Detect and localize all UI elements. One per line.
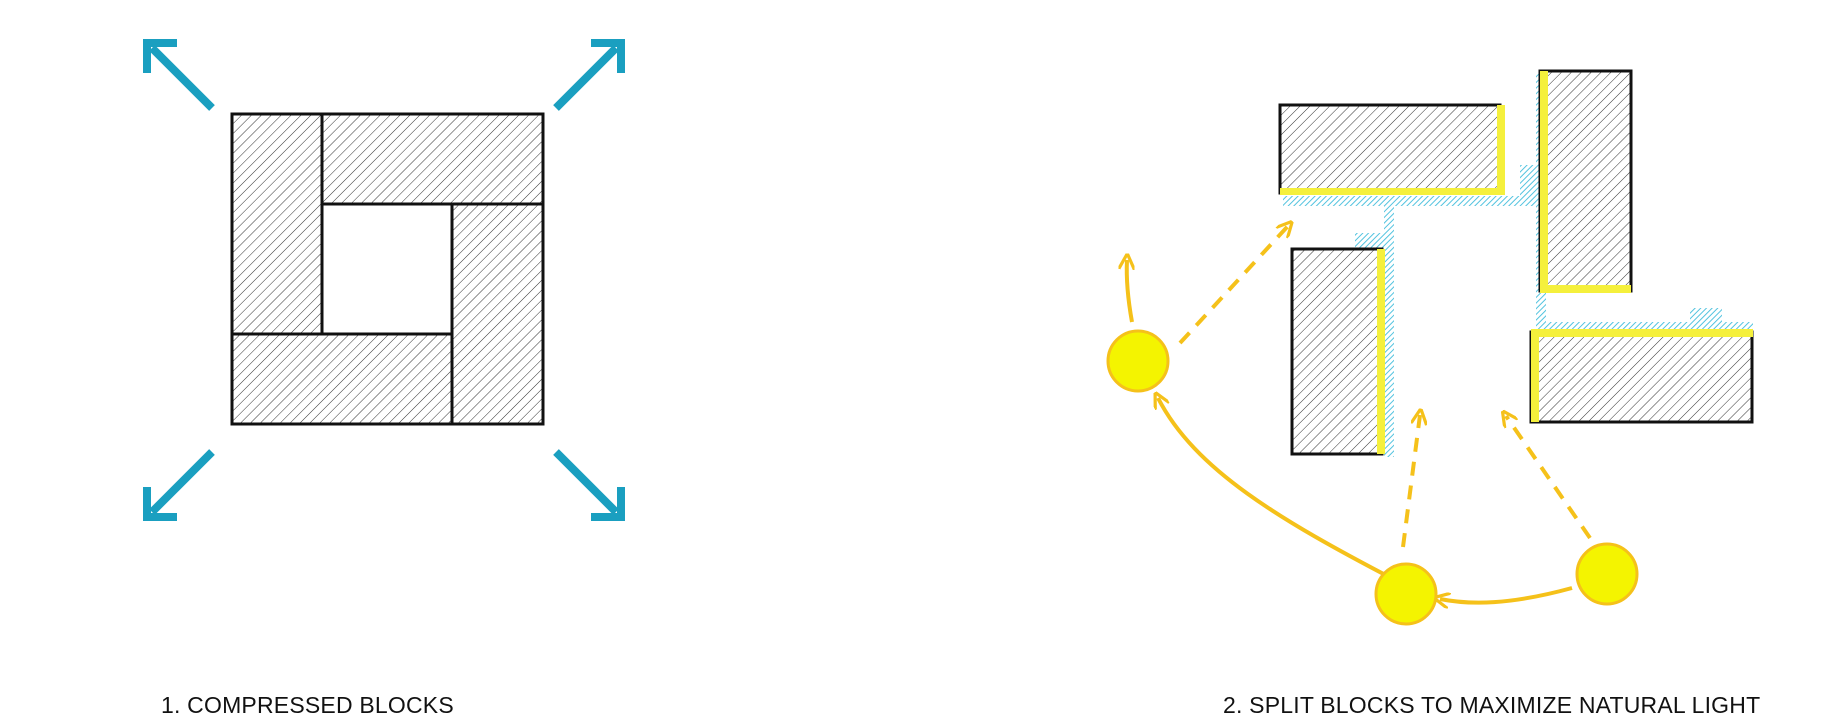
arrow-diagonal-outward-icon <box>553 449 625 521</box>
sun-path-up-solid <box>1127 260 1132 323</box>
sun-icon <box>1575 542 1639 606</box>
sun-path-dashed-a <box>1178 226 1288 345</box>
block-top <box>320 112 545 206</box>
sun-path-dashed-c <box>1506 416 1592 540</box>
block-top-right <box>1538 69 1633 293</box>
caption-compressed-blocks: 1. COMPRESSED BLOCKS <box>161 692 454 718</box>
block-top-left <box>1278 103 1502 195</box>
sun-icon <box>1374 562 1438 626</box>
sun-path-solid-short <box>1440 586 1573 603</box>
block-middle-left <box>1290 247 1384 456</box>
arrow-diagonal-outward-icon <box>553 39 625 111</box>
block-bottom <box>230 332 454 426</box>
sun-path-arc-solid <box>1158 398 1396 582</box>
arrow-diagonal-outward-icon <box>143 39 215 111</box>
arrow-diagonal-outward-icon <box>143 449 215 521</box>
suns <box>1106 329 1639 626</box>
split-blocks-group <box>1278 69 1754 457</box>
courtyard <box>320 202 454 336</box>
block-bottom-right <box>1529 330 1754 424</box>
block-right <box>450 202 545 426</box>
caption-split-blocks: 2. SPLIT BLOCKS TO MAXIMIZE NATURAL LIGH… <box>1223 692 1761 718</box>
sun-icon <box>1106 329 1170 393</box>
daylight-facades <box>1280 71 1753 454</box>
block-left <box>230 112 324 336</box>
sun-paths <box>1127 226 1592 603</box>
expand-arrows <box>143 39 625 521</box>
sun-path-dashed-b <box>1401 415 1420 548</box>
compressed-blocks-group <box>230 112 545 426</box>
